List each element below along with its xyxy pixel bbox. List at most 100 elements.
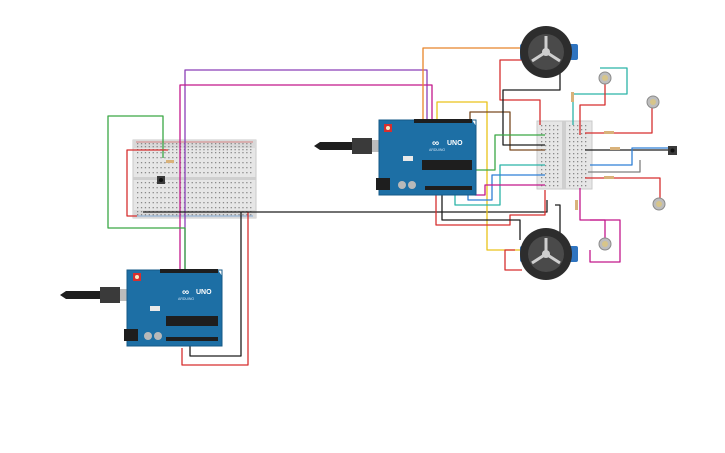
breadboard-hole — [218, 149, 221, 151]
breadboard-hole — [238, 152, 240, 154]
ldr-sensor-2[interactable] — [646, 95, 660, 109]
breadboard-hole — [187, 172, 189, 174]
breadboard-hole — [222, 192, 225, 194]
breadboard-hole — [557, 157, 559, 159]
breadboard-hole — [545, 169, 547, 171]
breadboard-hole — [246, 207, 248, 209]
breadboard-hole — [230, 146, 232, 148]
breadboard-hole — [168, 197, 170, 199]
breadboard-hole — [581, 145, 583, 147]
breadboard-hole — [148, 152, 150, 154]
breadboard-hole — [172, 143, 174, 145]
pushbutton-left[interactable] — [157, 176, 165, 184]
breadboard-hole — [250, 146, 252, 148]
breadboard-hole — [195, 214, 197, 216]
breadboard-hole — [557, 133, 559, 135]
breadboard-hole — [160, 152, 162, 154]
dc-motor-wheel-bottom[interactable] — [520, 228, 578, 280]
breadboard-hole — [573, 125, 575, 127]
breadboard-hole — [203, 187, 205, 189]
ldr-sensor-3[interactable] — [652, 197, 666, 211]
breadboard-hole — [557, 137, 559, 139]
breadboard-hole — [164, 187, 166, 189]
breadboard-hole — [250, 143, 252, 145]
breadboard-hole — [557, 165, 559, 167]
breadboard-hole — [581, 153, 583, 155]
breadboard-hole — [569, 177, 571, 179]
breadboard-hole — [160, 172, 162, 174]
breadboard-hole — [137, 207, 139, 209]
breadboard-hole — [140, 211, 143, 213]
breadboard-hole — [152, 172, 154, 174]
breadboard-left[interactable] — [132, 139, 257, 219]
breadboard-hole — [203, 182, 205, 184]
breadboard-hole — [172, 202, 174, 204]
breadboard-hole — [250, 197, 252, 199]
breadboard-hole — [140, 202, 143, 204]
breadboard-hole — [195, 182, 197, 184]
breadboard-hole — [191, 149, 193, 151]
breadboard-hole — [226, 152, 228, 154]
breadboard-hole — [573, 153, 575, 155]
breadboard-hole — [168, 143, 170, 145]
breadboard-hole — [168, 192, 170, 194]
breadboard-hole — [581, 129, 583, 131]
breadboard-hole — [164, 152, 166, 154]
breadboard-hole — [573, 133, 575, 135]
arduino-left-infinity-logo: ∞ — [182, 287, 189, 298]
breadboard-hole — [230, 172, 232, 174]
arduino-uno-left[interactable]: ∞ UNO ARDUINO — [124, 269, 223, 347]
breadboard-hole — [585, 169, 587, 171]
breadboard-hole — [215, 187, 217, 189]
breadboard-hole — [164, 192, 166, 194]
breadboard-hole — [242, 172, 244, 174]
breadboard-hole — [577, 181, 579, 183]
arduino-uno-right[interactable]: ∞ UNO ARDUINO — [376, 119, 477, 196]
breadboard-hole — [242, 202, 244, 204]
breadboard-hole — [541, 129, 543, 131]
breadboard-hole — [577, 125, 579, 127]
breadboard-hole — [195, 143, 197, 145]
breadboard-hole — [168, 152, 170, 154]
wires — [107, 47, 675, 366]
breadboard-hole — [211, 152, 213, 154]
breadboard-hole — [246, 202, 248, 204]
breadboard-hole — [215, 214, 217, 216]
breadboard-hole — [207, 187, 209, 189]
breadboard-hole — [577, 141, 579, 143]
dc-motor-wheel-top[interactable] — [520, 26, 578, 78]
ldr-sensor-1[interactable] — [598, 71, 612, 85]
breadboard-hole — [187, 162, 189, 164]
breadboard-hole — [585, 141, 587, 143]
breadboard-hole — [203, 192, 205, 194]
breadboard-hole — [199, 182, 201, 184]
breadboard-hole — [218, 143, 221, 145]
breadboard-hole — [541, 133, 543, 135]
breadboard-hole — [203, 167, 205, 169]
breadboard-hole — [199, 167, 201, 169]
pushbutton-right[interactable] — [668, 146, 677, 155]
breadboard-hole — [218, 157, 221, 159]
breadboard-hole — [140, 162, 143, 164]
breadboard-hole — [557, 153, 559, 155]
breadboard-hole — [218, 152, 221, 154]
breadboard-hole — [191, 143, 193, 145]
breadboard-hole — [211, 192, 213, 194]
breadboard-hole — [203, 162, 205, 164]
breadboard-hole — [545, 161, 547, 163]
breadboard-hole — [164, 167, 166, 169]
breadboard-hole — [156, 187, 158, 189]
ldr-sensor-4[interactable] — [598, 237, 612, 251]
breadboard-hole — [218, 187, 221, 189]
breadboard-hole — [545, 125, 547, 127]
breadboard-hole — [207, 149, 209, 151]
breadboard-hole — [148, 202, 150, 204]
breadboard-hole — [218, 202, 221, 204]
breadboard-hole — [144, 187, 147, 189]
breadboard-hole — [246, 157, 248, 159]
breadboard-hole — [238, 202, 240, 204]
wire-red-left-2 — [181, 212, 249, 366]
breadboard-hole — [140, 207, 143, 209]
breadboard-right[interactable] — [536, 120, 593, 190]
